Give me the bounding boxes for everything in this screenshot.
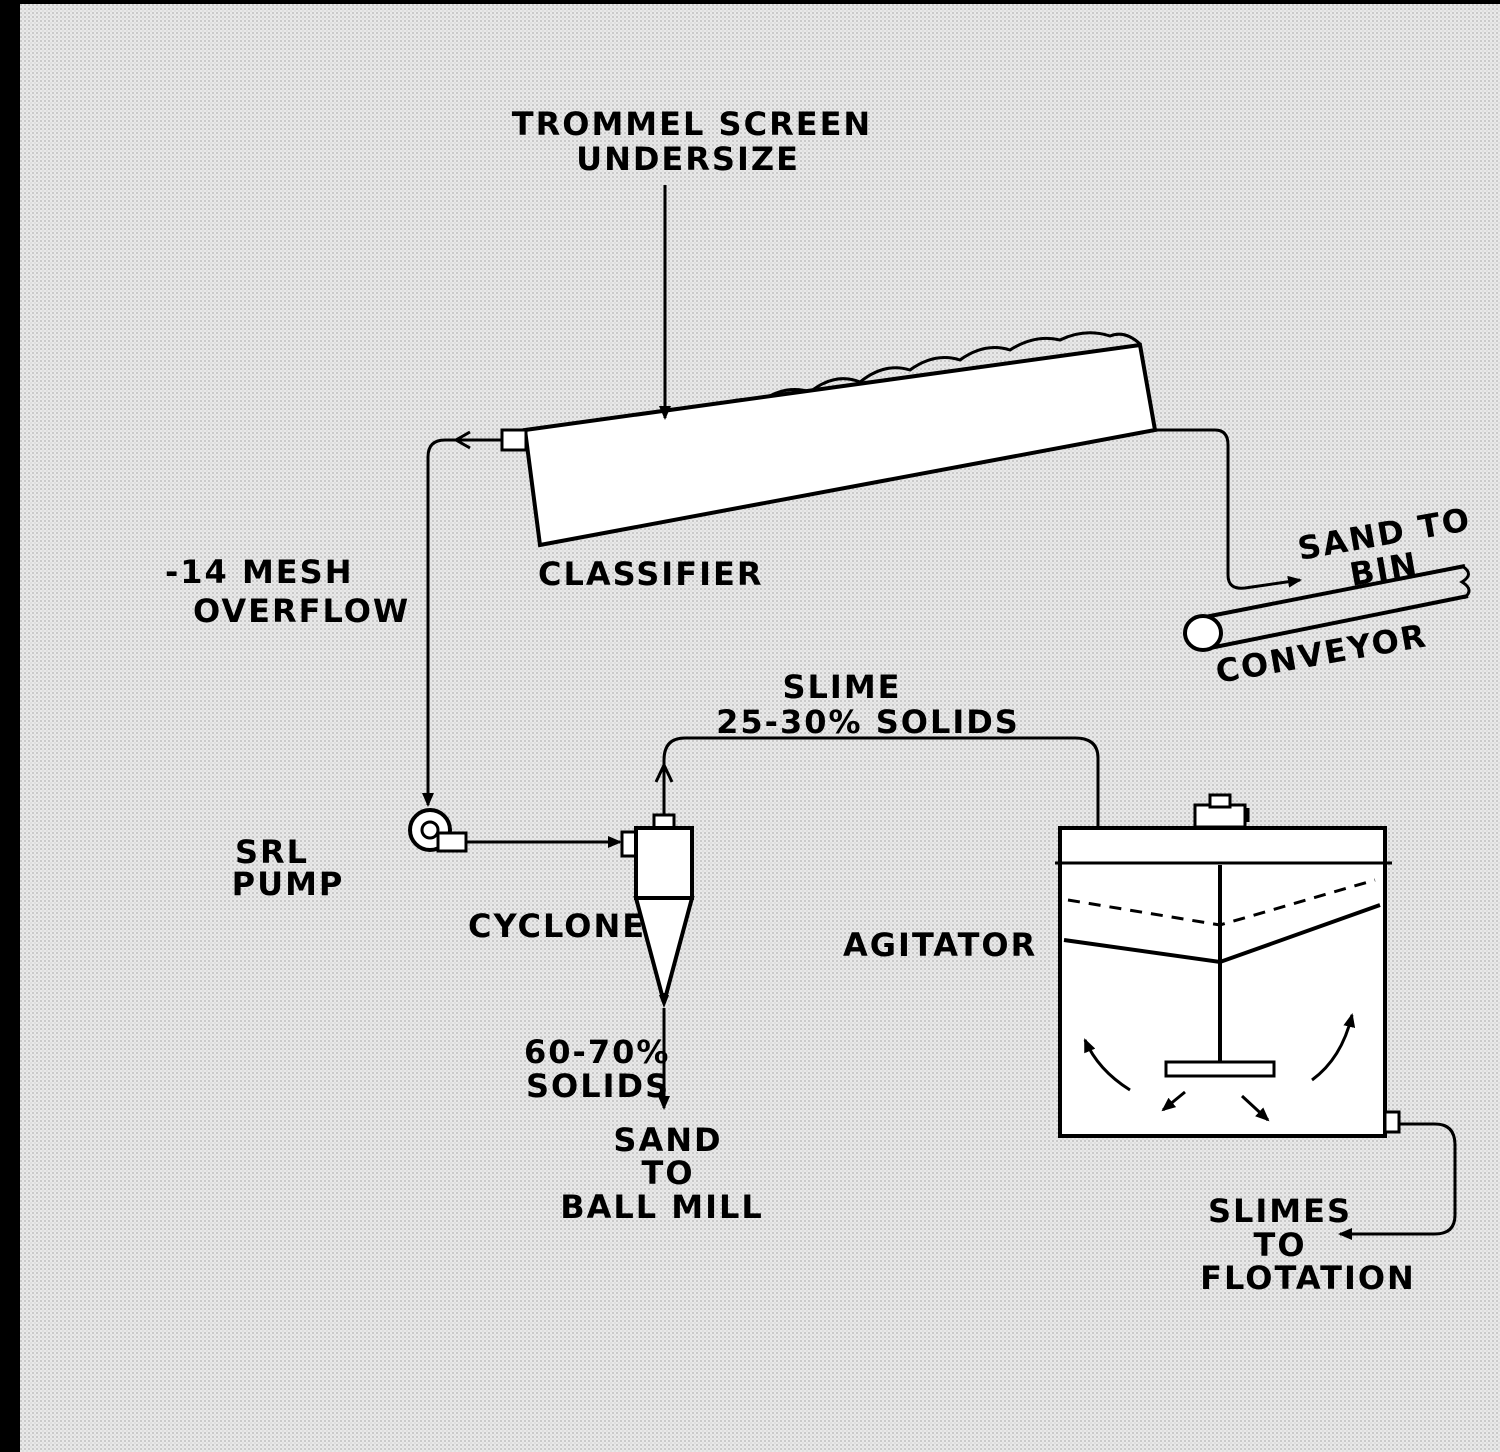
pump-label-line1: SRL bbox=[235, 833, 309, 871]
conveyor-belt bbox=[1183, 564, 1471, 652]
slime-up-arrowhead bbox=[654, 761, 674, 783]
cyclone-label: CYCLONE bbox=[468, 907, 646, 945]
ballmill-label-line1: SAND bbox=[613, 1121, 722, 1159]
classifier-overflow-box bbox=[500, 428, 528, 452]
frame-top-border bbox=[0, 0, 1500, 4]
classifier-label: CLASSIFIER bbox=[538, 555, 763, 593]
ballmill-label-line2: TO bbox=[641, 1154, 694, 1192]
flotation-label-line3: FLOTATION bbox=[1200, 1259, 1416, 1297]
agitator-label: AGITATOR bbox=[843, 926, 1037, 964]
slime-label-line2: 25-30% SOLIDS bbox=[716, 703, 1020, 741]
slimes-to-flotation-flow bbox=[1338, 1122, 1457, 1240]
ballmill-label-line3: BALL MILL bbox=[560, 1188, 764, 1226]
flotation-label-line1: SLIMES bbox=[1208, 1192, 1352, 1230]
agitator-tank bbox=[1055, 793, 1401, 1138]
pump-label-line2: PUMP bbox=[232, 865, 345, 903]
solids-label-line2: SOLIDS bbox=[526, 1067, 670, 1105]
sand-to-conveyor-flow bbox=[1155, 428, 1302, 590]
solids-label-line1: 60-70% bbox=[524, 1033, 670, 1071]
trommel-label-line1: TROMMEL SCREEN bbox=[512, 105, 872, 143]
mesh-label-line2: OVERFLOW bbox=[193, 592, 410, 630]
overflow-to-pump-flow bbox=[422, 438, 502, 807]
slime-to-agitator-flow bbox=[662, 736, 1104, 877]
srl-pump bbox=[408, 808, 468, 853]
overflow-arrowhead bbox=[452, 430, 471, 450]
slime-label-line1: SLIME bbox=[782, 668, 901, 706]
flotation-label-line2: TO bbox=[1253, 1226, 1306, 1264]
mesh-label-line1: -14 MESH bbox=[165, 553, 353, 591]
frame-left-border bbox=[0, 0, 20, 1452]
trommel-label-line2: UNDERSIZE bbox=[576, 140, 800, 178]
cyclone-unit bbox=[620, 813, 695, 1008]
